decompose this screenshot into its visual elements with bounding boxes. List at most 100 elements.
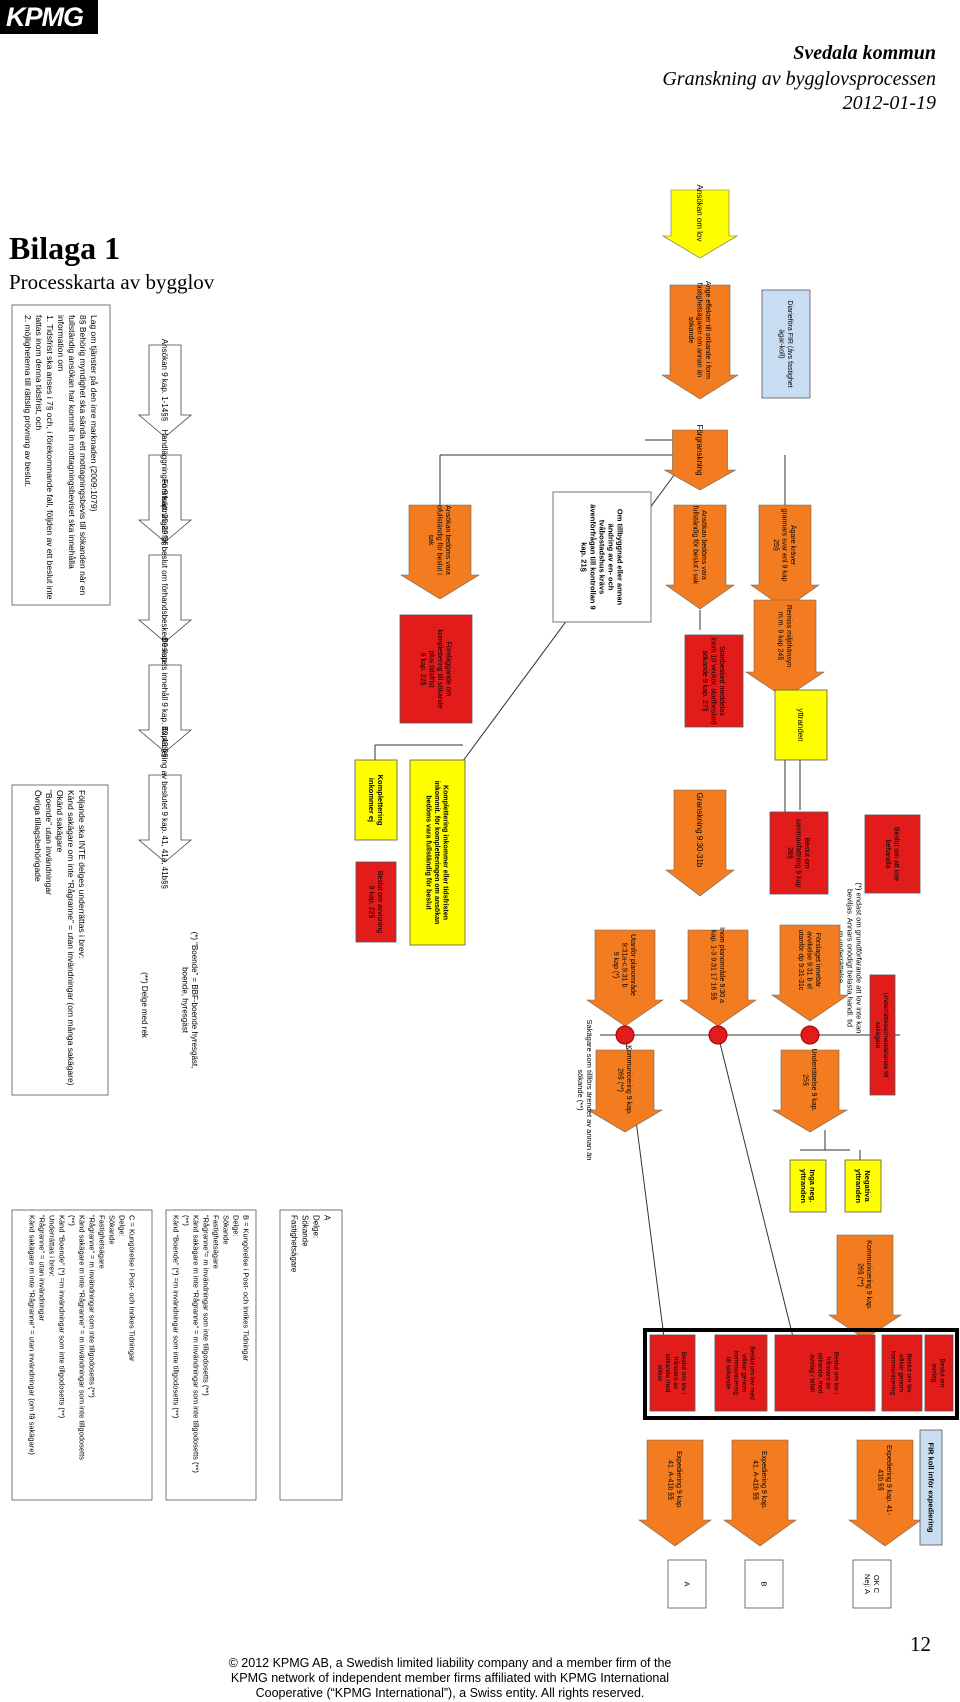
label-line: Fastighetsägare [290, 1215, 299, 1273]
label-line: Beslut om lov med [749, 1346, 756, 1400]
label-line: Expediering 9 kap. [760, 1451, 767, 1509]
label-line: kap. 1-3 9:31 17 16 §§ [709, 930, 716, 1000]
legend-arrow-beslut [137, 664, 193, 753]
label-line: (**) [181, 1215, 190, 1226]
header-organization: Svedala kommun [793, 42, 936, 64]
label-line: Förgranskning [695, 424, 704, 475]
label-line: 25§ [801, 1074, 808, 1086]
label-line: sökande [687, 317, 694, 344]
label-line: Känd “Boende” (*) =m invändningar som in… [171, 1215, 180, 1419]
arrow-forgranskning-label: Förgranskning [695, 424, 704, 475]
label-line: sökande (**) [576, 1069, 585, 1111]
box-beslut-4 [881, 1334, 923, 1412]
box-inga-yttranden [789, 1159, 827, 1213]
kpmg-logo: KPMG [0, 0, 98, 34]
box-beslut-1 [649, 1334, 696, 1412]
legend-box-a [279, 1209, 343, 1501]
label-line: till sökande [725, 1357, 732, 1390]
label-line: Sökande [221, 1215, 230, 1245]
label-line: Inga neg. [808, 1170, 817, 1203]
label-line: B [759, 1581, 768, 1586]
label-line: inom 10 veckor, startbesked [710, 637, 717, 724]
label-line: Ansökan bedöms vara [700, 510, 707, 580]
arrow-underrattelse [771, 1049, 849, 1133]
label-line: fullständig för beslut i sak [691, 506, 698, 585]
label-line: Delge: [312, 1215, 321, 1238]
label-line: Underrättelse/meddelande till [882, 993, 889, 1078]
label-line: Känd sakägare om inte “Rågranne” = utan … [66, 790, 76, 1086]
legend-delge-text: Följande ska INTE delges underrättas i b… [33, 790, 87, 1086]
box-beslut-3 [774, 1334, 876, 1412]
legend-delge-box [11, 784, 109, 1096]
box-beslut-5 [924, 1334, 954, 1412]
box-liten-red [864, 814, 921, 894]
label-line: sökande med [664, 1353, 671, 1392]
label-line: sakägare [874, 1022, 881, 1049]
label-line: Om tillbyggnad eller annan [615, 509, 624, 606]
label-line: Övriga tillagsbehörigade [33, 790, 43, 882]
footer-line-1: © 2012 KPMG AB, a Swedish limited liabil… [228, 1656, 672, 1670]
label-line: Sökande [301, 1215, 310, 1247]
box-inga-yttranden-label: Inga neg.yttranden [799, 1169, 817, 1204]
label-line: villkor genom [898, 1354, 905, 1392]
label-line: fattas inom denna tidsfrist, och [34, 315, 44, 431]
box-ej-inkommer [354, 759, 398, 841]
label-line: beviljas. Annars onödigt belasta handl. … [845, 889, 854, 1027]
label-line: Utanför planområde [629, 934, 637, 996]
label-line: “Rågranne” = utan invändningar [37, 1215, 46, 1322]
label-line: Fastighetsägare [211, 1215, 220, 1269]
kpmg-logo-text: KPMG [6, 2, 84, 32]
label-line: Ansökan 9 kap. 1-14§§ [160, 339, 169, 421]
label-line: A [323, 1215, 332, 1221]
label-line: Expediering av beslutet 9 kap. 41, 41a, … [160, 726, 169, 889]
decision-node [800, 1025, 820, 1045]
legend-tjanster-box [11, 304, 111, 606]
box-yttranden-label: yttranden [796, 708, 805, 741]
label-line: 41b §§ [876, 1469, 883, 1491]
label-line: m.m. 9 kap 24§ [776, 612, 783, 660]
label-line: Sakägare som tillförs ärendet av annan ä… [585, 1020, 594, 1161]
header-report-title: Granskning av bygglovsprocessen [662, 68, 936, 90]
label-line: komplettering till sökande [436, 630, 443, 709]
legend-box-b-text: B = Kungörelse i Post- och Inrikes Tidni… [171, 1215, 250, 1473]
label-line: kommunicering [890, 1351, 897, 1395]
arrow-granskning-label: Granskning 9:30-31b [695, 793, 704, 868]
end-box-b-label: B [759, 1581, 768, 1586]
label-line: sammanfattning 9 kap [795, 819, 802, 888]
box-diarieforing [761, 289, 811, 399]
label-line: Lag om tjänster på den inre marknaden (2… [89, 315, 99, 512]
arrow-expediering-2 [723, 1439, 797, 1547]
label-line: plus tidsfrist [427, 651, 434, 688]
legend-box-b [165, 1209, 257, 1501]
label-line: Okänd sakägare [55, 790, 65, 853]
label-line: Expediering 9 kap. 41- [885, 1445, 892, 1516]
delge-note: (**) Delge med rek [140, 972, 149, 1039]
arrow-utanfor [586, 929, 664, 1027]
decision-group-frame [643, 1328, 959, 1420]
legend-arrow-ansokan [137, 344, 193, 438]
label-line: Underrättas i brev: [47, 1215, 56, 1277]
label-line: Beslutets innehåll 9 kap. 40,43 §§ [160, 637, 169, 757]
label-line: Beslut om [803, 837, 810, 868]
box-tillbyggnad [552, 491, 652, 623]
label-line: villkor genom [741, 1354, 748, 1392]
footnote-right: (*) endast om grundförfarande att lov in… [836, 883, 863, 1034]
label-line: fastighetsägaren om annan än [696, 283, 703, 378]
label-line: 41. A-41b §§ [666, 1460, 673, 1500]
box-startbesked-red [684, 634, 744, 728]
label-line: Ansökan bedöms vara [444, 505, 451, 575]
label-line: Beslut om att inte [892, 827, 899, 881]
label-line: yttranden [799, 1169, 808, 1204]
label-line: yttranden [796, 708, 805, 741]
label-line: Granskning 9:30-31b [695, 793, 704, 868]
box-underrattelse-red [869, 974, 896, 1096]
boende-note: (*) “Boende” = BBF-boende hyresgäst,boen… [180, 932, 199, 1069]
